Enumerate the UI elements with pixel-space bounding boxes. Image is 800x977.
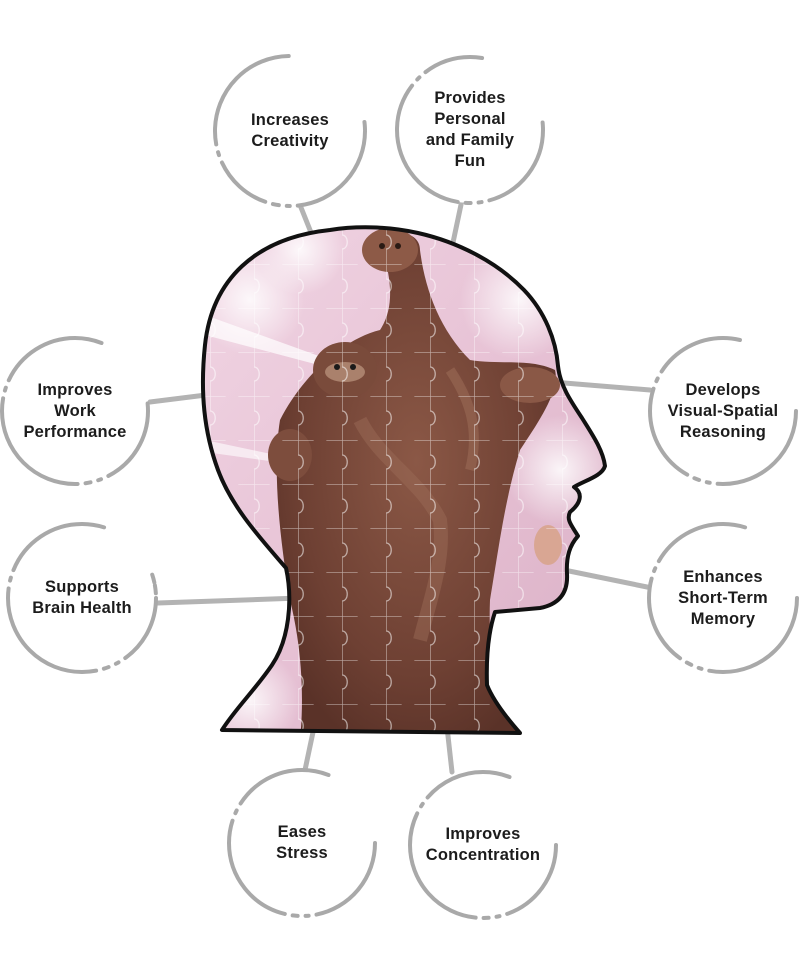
ring-short-term-memory	[647, 522, 799, 674]
benefit-label: Enhances Short-Term Memory	[678, 567, 768, 628]
benefit-visual-spatial: Develops Visual-Spatial Reasoning	[650, 338, 796, 484]
benefit-eases-stress: Eases Stress	[229, 770, 375, 916]
ring-eases-stress	[227, 768, 377, 918]
benefit-label: Improves Concentration	[425, 825, 541, 864]
benefit-family-fun: Provides Personal and Family Fun	[397, 57, 543, 203]
benefit-label: Supports Brain Health	[32, 578, 132, 617]
head-puzzle-illustration	[200, 225, 607, 736]
ring-work-performance	[0, 336, 150, 486]
ring-family-fun	[395, 55, 545, 205]
bubble-rings	[0, 54, 799, 920]
benefit-brain-health: Supports Brain Health	[8, 524, 156, 672]
benefit-label: Develops Visual-Spatial Reasoning	[667, 380, 779, 441]
benefit-label: Increases Creativity	[251, 111, 329, 150]
ring-concentration	[408, 770, 558, 920]
ring-brain-health	[6, 522, 158, 674]
benefit-label: Eases Stress	[276, 823, 328, 862]
benefit-work-performance: Improves Work Performance	[2, 338, 148, 484]
benefit-concentration: Improves Concentration	[410, 772, 556, 918]
ring-creativity	[213, 54, 367, 208]
benefit-short-term-memory: Enhances Short-Term Memory	[649, 524, 797, 672]
ring-visual-spatial	[648, 336, 798, 486]
benefit-creativity: Increases Creativity	[215, 56, 365, 206]
benefit-label: Provides Personal and Family Fun	[425, 89, 515, 170]
connector-brain-health	[155, 595, 303, 606]
benefit-label: Improves Work Performance	[23, 380, 127, 441]
